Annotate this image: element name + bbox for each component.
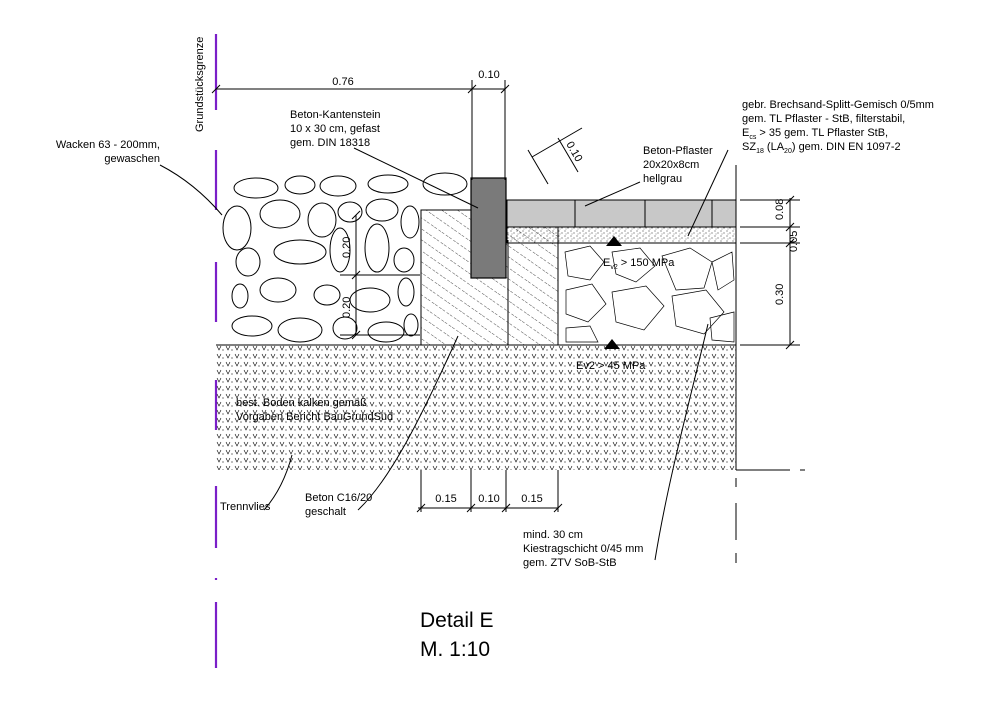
svg-text:Kiestragschicht 0/45 mm: Kiestragschicht 0/45 mm bbox=[523, 543, 643, 555]
svg-text:mind. 30 cm: mind. 30 cm bbox=[523, 529, 583, 541]
label-pflaster: Beton-Pflaster 20x20x8cm hellgrau bbox=[643, 145, 713, 185]
svg-text:gem. TL Pflaster - StB, filter: gem. TL Pflaster - StB, filterstabil, bbox=[742, 113, 905, 125]
label-kantenstein: Beton-Kantenstein 10 x 30 cm, gefast gem… bbox=[290, 109, 381, 149]
property-line-label: Grundstücksgrenze bbox=[194, 37, 206, 132]
detail-title: Detail E bbox=[420, 609, 494, 632]
dim-top-left: 0.76 bbox=[332, 76, 353, 88]
leader-lines bbox=[159, 147, 729, 561]
dim-wall-lower: 0.20 bbox=[341, 297, 353, 318]
top-dimension: 0.76 0.10 bbox=[211, 69, 510, 180]
svg-text:Beton-Kantenstein: Beton-Kantenstein bbox=[290, 109, 381, 121]
svg-text:Wacken 63 - 200mm,: Wacken 63 - 200mm, bbox=[56, 139, 160, 151]
ev2-top-marker bbox=[606, 236, 622, 246]
curb-diag-dimension: 0.10 bbox=[527, 127, 585, 185]
svg-text:Beton-Pflaster: Beton-Pflaster bbox=[643, 145, 713, 157]
dim-right-bed: 0.05 bbox=[788, 231, 800, 252]
svg-text:geschalt: geschalt bbox=[305, 506, 346, 518]
svg-text:hellgrau: hellgrau bbox=[643, 173, 682, 185]
wall-dimension: 0.20 0.20 bbox=[340, 210, 420, 340]
dim-right-base: 0.30 bbox=[774, 284, 786, 305]
dim-wall-upper: 0.20 bbox=[341, 237, 353, 258]
svg-text:10 x 30 cm, gefast: 10 x 30 cm, gefast bbox=[290, 123, 380, 135]
detail-scale: M. 1:10 bbox=[420, 638, 490, 661]
ev2-bottom-marker bbox=[604, 339, 620, 349]
wacken-pebbles bbox=[222, 172, 468, 343]
label-boden: best. Boden kalken gemäß Vorgaben Berich… bbox=[236, 397, 393, 423]
bottom-dimension: 0.15 0.10 0.15 bbox=[416, 470, 563, 513]
svg-text:gewaschen: gewaschen bbox=[104, 153, 160, 165]
svg-text:gem. ZTV SoB-StB: gem. ZTV SoB-StB bbox=[523, 557, 617, 569]
label-ev2-top: Ev2 > 150 MPa bbox=[603, 257, 675, 271]
label-splitt: gebr. Brechsand-Splitt-Gemisch 0/5mm gem… bbox=[742, 99, 934, 155]
svg-text:gebr. Brechsand-Splitt-Gemisch: gebr. Brechsand-Splitt-Gemisch 0/5mm bbox=[742, 99, 934, 111]
label-beton: Beton C16/20 geschalt bbox=[305, 492, 372, 518]
svg-text:Vorgaben Bericht BauGrundSüd: Vorgaben Bericht BauGrundSüd bbox=[236, 411, 393, 423]
svg-text:gem. DIN 18318: gem. DIN 18318 bbox=[290, 137, 370, 149]
label-kies: mind. 30 cm Kiestragschicht 0/45 mm gem.… bbox=[523, 529, 643, 569]
gravel-base bbox=[557, 242, 737, 346]
label-trennvlies: Trennvlies bbox=[220, 501, 271, 513]
svg-text:20x20x8cm: 20x20x8cm bbox=[643, 159, 699, 171]
bedding-layer bbox=[506, 226, 737, 244]
dim-bottom-3: 0.15 bbox=[521, 493, 542, 505]
existing-soil bbox=[216, 345, 736, 470]
right-dimension: 0.08 0.05 0.30 bbox=[740, 195, 800, 350]
svg-text:Ecs > 35 gem. TL Pflaster StB,: Ecs > 35 gem. TL Pflaster StB, bbox=[742, 127, 888, 141]
svg-text:SZ18 (LA20) gem. DIN EN 1097-2: SZ18 (LA20) gem. DIN EN 1097-2 bbox=[742, 141, 901, 155]
curb-stone bbox=[470, 177, 507, 279]
label-ev2-bottom: Ev2 > 45 MPa bbox=[576, 360, 646, 372]
paving-stones bbox=[506, 199, 737, 228]
svg-text:best. Boden kalken gemäß: best. Boden kalken gemäß bbox=[236, 397, 367, 409]
dim-bottom-2: 0.10 bbox=[478, 493, 499, 505]
svg-text:Beton C16/20: Beton C16/20 bbox=[305, 492, 372, 504]
dim-right-paver: 0.08 bbox=[774, 199, 786, 220]
dim-top-right: 0.10 bbox=[478, 69, 499, 81]
dim-bottom-1: 0.15 bbox=[435, 493, 456, 505]
label-wacken: Wacken 63 - 200mm, gewaschen bbox=[56, 139, 160, 165]
